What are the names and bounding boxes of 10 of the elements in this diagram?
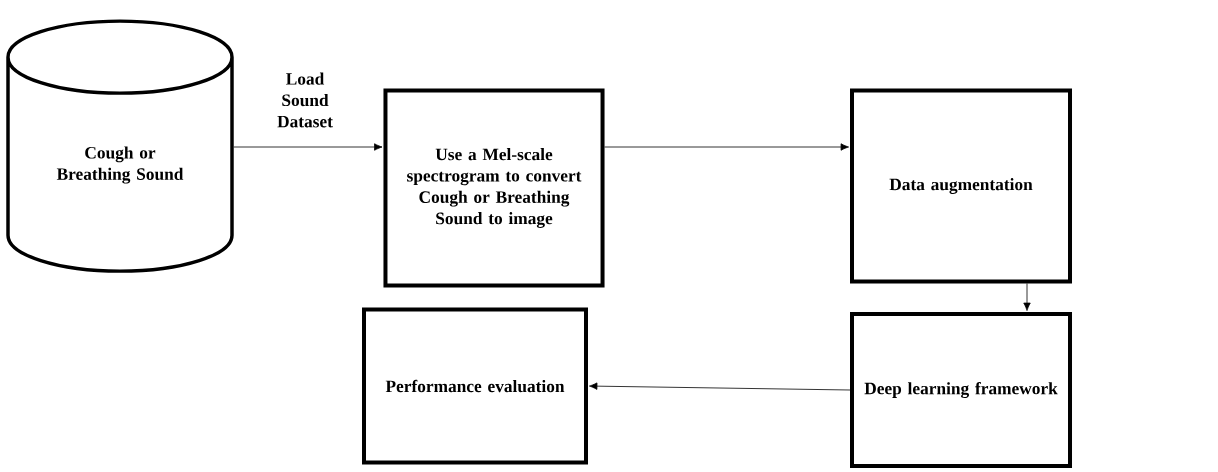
edge-label: Load Sound Dataset [277, 72, 333, 128]
process-box: Use a Mel-scale spectrogram to convert Cough or Breathing Sound to image [383, 88, 605, 288]
process-box: Deep learning framework [850, 312, 1072, 468]
arrow [589, 382, 851, 391]
arrow [1023, 283, 1031, 311]
arrow [604, 143, 849, 151]
database-cylinder: Cough or Breathing Sound [6, 19, 234, 273]
process-box: Data augmentation [850, 88, 1072, 284]
arrow [233, 143, 383, 151]
process-box: Performance evaluation [362, 307, 588, 465]
